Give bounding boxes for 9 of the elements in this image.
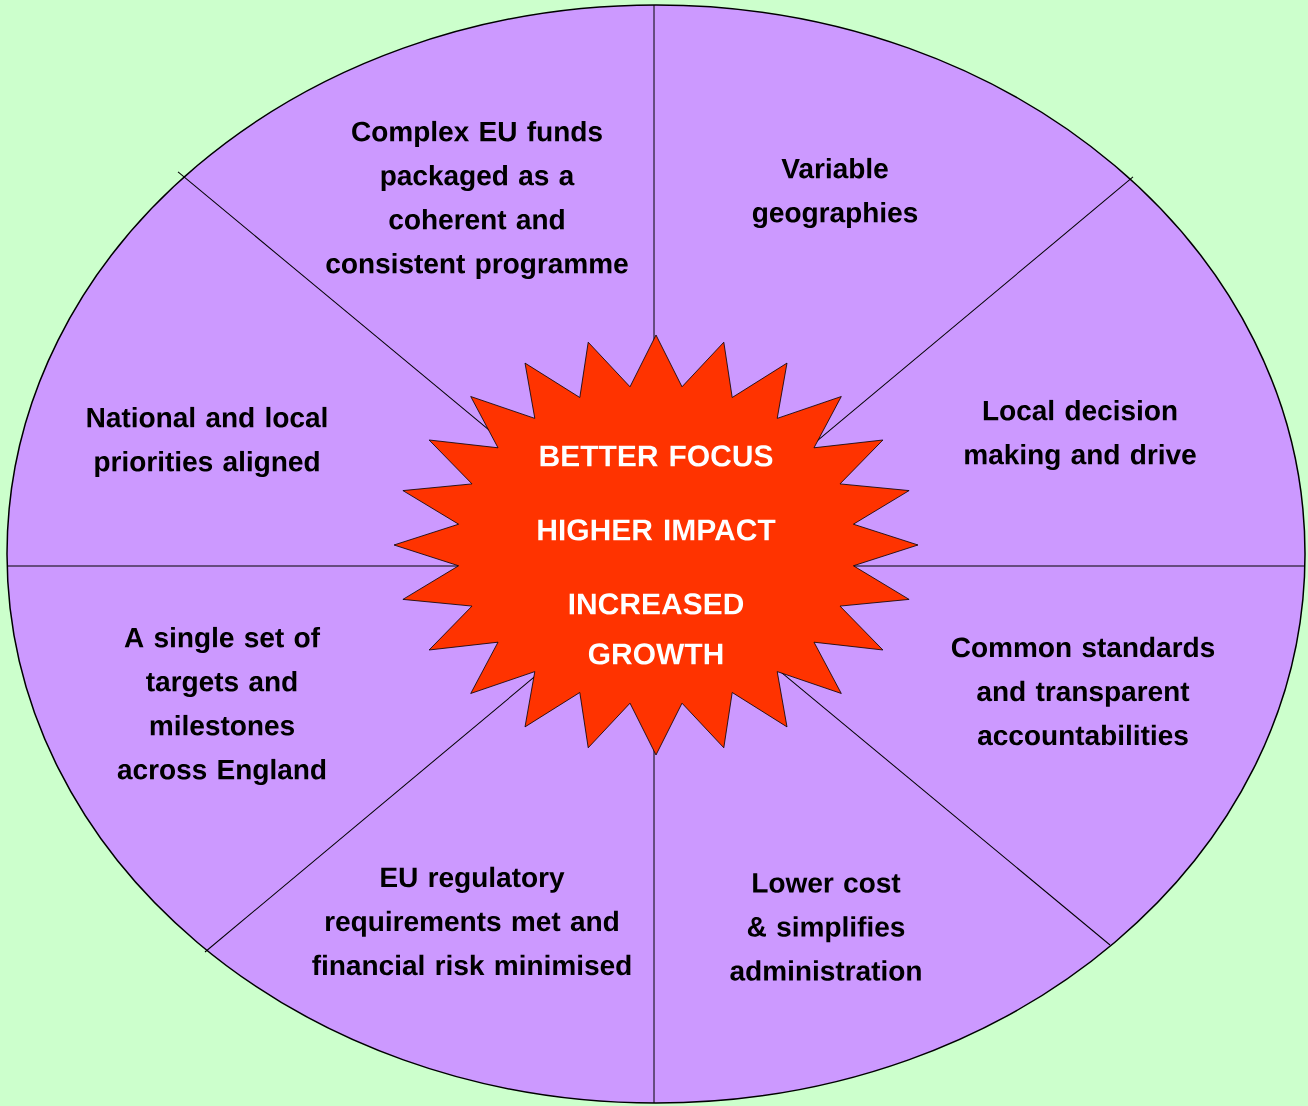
sector-label: Common standards and transparent accountabilities [951, 636, 1215, 746]
sector-label: A single set of targets and milestones across England [117, 626, 326, 786]
sector-label: Lower cost & simplifies administration [730, 873, 921, 981]
sector-label: National and local priorities aligned [87, 406, 327, 478]
sector-label: Variable geographies [752, 157, 918, 229]
starburst: BETTER FOCUS HIGHER IMPACT INCREASED GROWTH [393, 334, 919, 756]
sector-label: Local decision making and drive [965, 399, 1196, 471]
sector-label: EU regulatory requirements met and financial risk minimised [312, 866, 631, 976]
sector-label: Complex EU funds packaged as a coherent and consistent programme [326, 120, 628, 280]
